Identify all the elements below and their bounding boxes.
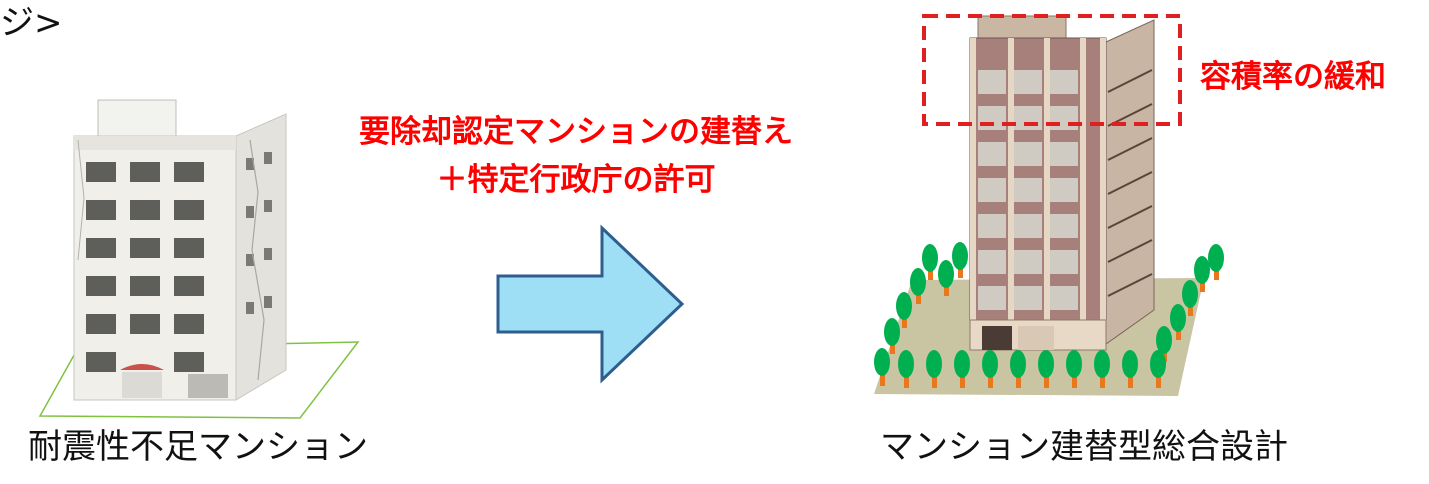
after-caption: マンション建替型総合設計 <box>880 427 1288 467</box>
old-building-windows <box>86 162 204 372</box>
floor-area-ratio-highlight-box <box>922 14 1182 126</box>
rooftop-unit <box>97 99 177 137</box>
before-caption: 耐震性不足マンション <box>28 427 368 467</box>
floor-area-ratio-relaxation-label: 容積率の緩和 <box>1200 59 1386 95</box>
ground-plot-outline <box>38 341 360 419</box>
old-building-illustration <box>38 99 360 419</box>
transition-arrow-icon <box>496 224 685 384</box>
new-building-illustration <box>874 14 1224 396</box>
condition-line-2: ＋特定行政庁の許可 <box>436 162 716 198</box>
condition-line-1: 要除却認定マンションの建替え <box>359 114 793 150</box>
header-fragment: ジ> <box>0 3 63 43</box>
entrance-canopy <box>120 364 164 370</box>
building-side-wall <box>235 113 287 401</box>
condition-text: 要除却認定マンションの建替え ＋特定行政庁の許可 <box>326 108 826 204</box>
trees <box>874 242 1224 388</box>
rooftop-unit-new <box>977 15 1067 39</box>
